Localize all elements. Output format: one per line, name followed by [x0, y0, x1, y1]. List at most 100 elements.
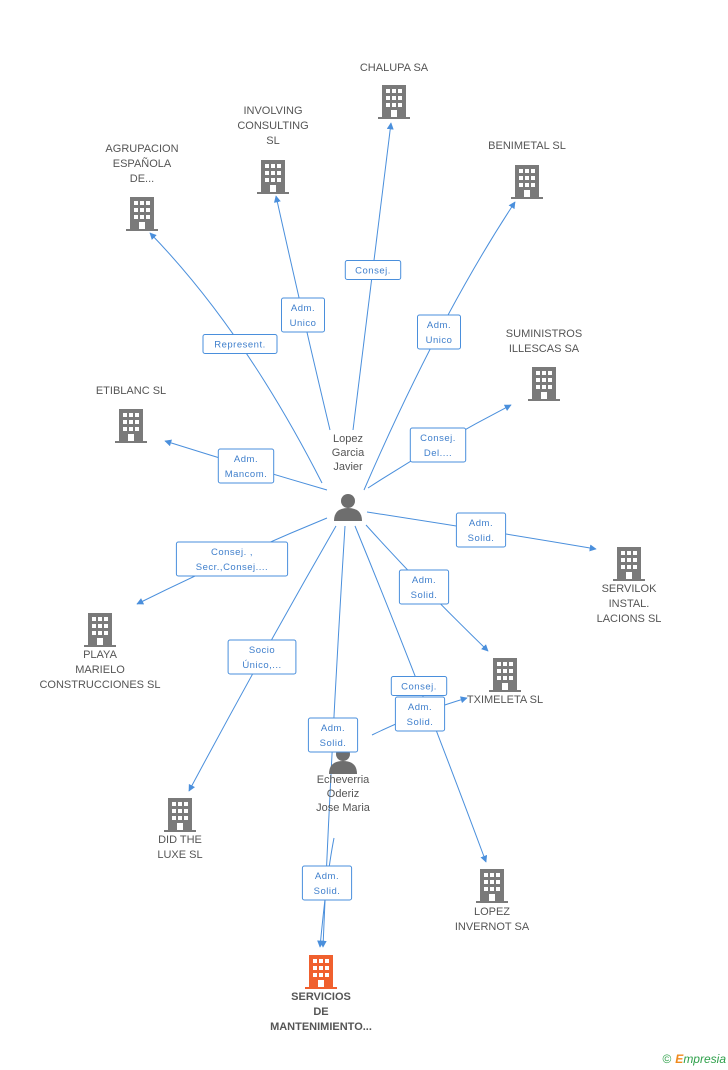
edge-label-lopez-agrupacion[interactable]: Represent.	[202, 334, 278, 354]
edge-label-text: Solid.	[314, 886, 341, 897]
edge-label-text: Consej.	[355, 266, 391, 277]
company-node-chalupa[interactable]: CHALUPA SA	[360, 62, 429, 119]
edge-label-lopez-suministros[interactable]: Consej. Del....	[409, 427, 467, 463]
edge-label-text: Consej.	[420, 433, 456, 444]
node-label: DID THE	[158, 834, 202, 846]
edge-label-box	[227, 639, 297, 675]
node-label: ESPAÑOLA	[113, 157, 172, 170]
edge-label-echeverria-tximeleta[interactable]: Adm.Solid.	[394, 696, 446, 732]
edge-label-text: Represent.	[214, 340, 265, 351]
edge-label-text: Del....	[424, 448, 452, 459]
node-label: SL	[266, 135, 279, 147]
node-label: Echeverria	[317, 774, 370, 786]
edge-label-box	[409, 427, 467, 463]
node-label: AGRUPACION	[105, 143, 178, 155]
edge-label-lopez-servicios[interactable]: Adm.Solid.	[307, 717, 359, 753]
edge-label-box	[217, 448, 275, 484]
edge-label-lopez-tximeleta[interactable]: Adm. Solid.	[398, 569, 450, 605]
edge-label-text: Único,...	[242, 660, 281, 671]
building-icon	[126, 197, 158, 231]
node-label: Javier	[333, 461, 363, 473]
company-node-didthe[interactable]: DID THE LUXE SL	[157, 798, 203, 861]
edge-label-lopez-playa[interactable]: Consej. ,Secr.,Consej....	[175, 541, 289, 577]
building-icon	[476, 869, 508, 903]
node-label: INSTAL.	[609, 598, 650, 610]
company-node-agrupacion[interactable]: AGRUPACION ESPAÑOLA DE...	[105, 143, 179, 231]
edge-label-text: Solid.	[320, 738, 347, 749]
person-icon	[334, 494, 362, 521]
company-node-servicios[interactable]: SERVICIOS DE MANTENIMIENTO...	[270, 955, 372, 1033]
edge-label-text: Adm.	[315, 871, 339, 882]
edge-label-text: Adm.	[412, 575, 436, 586]
node-label: BENIMETAL SL	[488, 140, 566, 152]
edge-label-text: Unico	[426, 335, 453, 346]
edge-label-text: Mancom.	[225, 469, 268, 480]
edge-labels-layer: Consej.Adm.UnicoRepresent.Adm.UnicoConse…	[175, 260, 507, 901]
node-label: PLAYA	[83, 649, 117, 661]
edge-label-text: Adm.	[234, 454, 258, 465]
node-label: INVOLVING	[243, 105, 302, 117]
edge-label-text: Solid.	[407, 717, 434, 728]
company-node-servilok[interactable]: SERVILOK INSTAL. LACIONS SL	[597, 547, 662, 625]
node-label: DE...	[130, 173, 154, 185]
edge-label-box	[398, 569, 450, 605]
edge-label-box	[281, 297, 325, 333]
edge-label-lopez-benimetal[interactable]: Adm.Unico	[417, 314, 461, 350]
edge-label-lopez-didthe[interactable]: SocioÚnico,...	[227, 639, 297, 675]
edge-label-box	[394, 696, 446, 732]
company-node-etiblanc[interactable]: ETIBLANC SL	[96, 385, 166, 443]
node-label: ILLESCAS SA	[509, 343, 580, 355]
edge-label-echeverria-servicios[interactable]: Adm. Solid.	[301, 865, 353, 901]
edge-label-lopez-lopezinv[interactable]: Consej.	[390, 676, 448, 696]
edge-label-text: Unico	[290, 318, 317, 329]
edge-label-text: Secr.,Consej....	[196, 562, 268, 573]
node-label: LUXE SL	[157, 849, 202, 861]
edge-label-lopez-involving[interactable]: Adm. Unico	[281, 297, 325, 333]
node-label: TXIMELETA SL	[467, 694, 543, 706]
edge-label-text: Solid.	[411, 590, 438, 601]
node-label: SERVILOK	[602, 583, 657, 595]
edge-label-box	[344, 260, 402, 280]
node-label: ETIBLANC SL	[96, 385, 166, 397]
building-icon	[257, 160, 289, 194]
edge-label-text: Adm.	[291, 303, 315, 314]
building-icon	[115, 409, 147, 443]
company-node-benimetal[interactable]: BENIMETAL SL	[488, 140, 566, 199]
building-icon	[613, 547, 645, 581]
node-label: Jose Maria	[316, 802, 371, 814]
edge-label-lopez-chalupa[interactable]: Consej.	[344, 260, 402, 280]
brand-initial: E	[675, 1052, 684, 1066]
node-label: Oderiz	[327, 788, 359, 800]
edge-label-box	[301, 865, 353, 901]
node-label: LACIONS SL	[597, 613, 662, 625]
company-node-tximeleta[interactable]: TXIMELETA SL	[467, 658, 543, 706]
edge-label-box	[307, 717, 359, 753]
node-label: LOPEZ	[474, 906, 510, 918]
building-icon	[489, 658, 521, 692]
edge-label-box	[202, 334, 278, 354]
node-label: Garcia	[332, 447, 365, 459]
copyright-icon: ©	[662, 1052, 672, 1066]
building-icon	[511, 165, 543, 199]
node-label: SERVICIOS	[291, 991, 351, 1003]
edge-label-text: Consej.	[401, 682, 437, 693]
edges-layer	[136, 122, 597, 948]
node-label: DE	[313, 1006, 328, 1018]
building-icon	[528, 367, 560, 401]
edge-label-text: Socio	[249, 645, 275, 656]
edge-label-box	[417, 314, 461, 350]
node-label: CONSTRUCCIONES SL	[39, 679, 160, 691]
brand-name: mpresia	[683, 1052, 726, 1066]
edge-label-lopez-etiblanc[interactable]: Adm. Mancom.	[217, 448, 275, 484]
edge-label-lopez-servilok[interactable]: Adm.Solid.	[455, 512, 507, 548]
brand-footer: ©Empresia	[662, 1052, 726, 1066]
node-label: MANTENIMIENTO...	[270, 1021, 372, 1033]
